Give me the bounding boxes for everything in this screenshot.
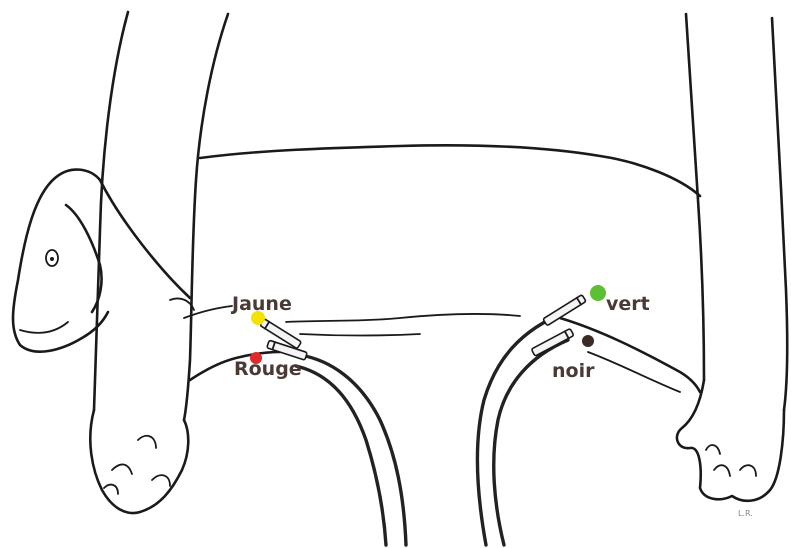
- clip-green: [543, 295, 586, 326]
- dog-illustration: [13, 12, 787, 513]
- dog-back-line: [200, 145, 700, 196]
- ecg-cables: [296, 312, 568, 545]
- label-green: vert: [606, 293, 650, 315]
- label-yellow: Jaune: [230, 293, 292, 315]
- electrode-dot-black: [582, 335, 594, 347]
- front-paw-toes: [104, 436, 170, 494]
- cable-yellow-lead: [300, 355, 406, 545]
- abdomen-line: [286, 314, 520, 322]
- front-leg-left-inner: [184, 14, 228, 420]
- dog-ear: [66, 205, 102, 312]
- hind-leg-right-outer: [686, 14, 704, 380]
- abdomen-line-lower: [300, 334, 420, 336]
- hind-paw: [677, 380, 784, 501]
- label-red: Rouge: [234, 358, 302, 380]
- label-black: noir: [552, 360, 595, 382]
- front-leg-left-outer: [94, 12, 128, 410]
- hind-thigh-crease: [588, 352, 680, 392]
- artist-signature: L.R.: [738, 509, 753, 518]
- hind-paw-toes: [706, 445, 756, 476]
- hind-leg-right-back: [772, 18, 787, 410]
- clip-black: [531, 328, 574, 356]
- electrode-dot-green: [590, 285, 606, 301]
- dog-pupil: [50, 257, 54, 261]
- front-paw: [90, 410, 188, 513]
- dog-mouth: [20, 322, 68, 333]
- cable-red-lead: [296, 366, 386, 545]
